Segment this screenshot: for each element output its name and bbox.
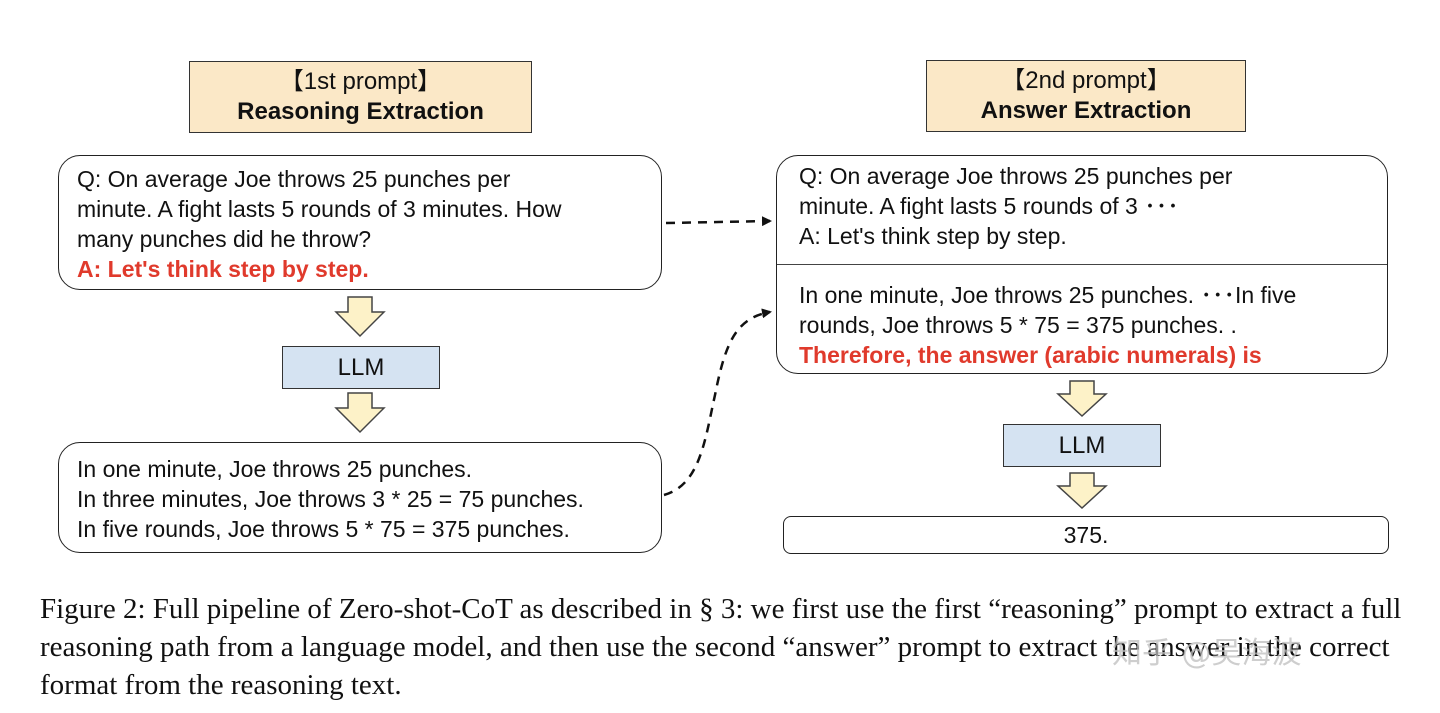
down-arrow-icon <box>334 296 386 338</box>
box2-reasoning-section: In one minute, Joe throws 25 punches. ･･… <box>799 280 1296 370</box>
question-box-1: Q: On average Joe throws 25 punches per … <box>58 155 662 290</box>
section-divider <box>777 264 1387 265</box>
q1-line-3: many punches did he throw? <box>77 226 372 252</box>
answer-prompt-box: Q: On average Joe throws 25 punches per … <box>776 155 1388 374</box>
reasoning-line-2: In three minutes, Joe throws 3 * 25 = 75… <box>77 486 584 512</box>
r2-line-1: In one minute, Joe throws 25 punches. ･･… <box>799 282 1297 308</box>
box2-question-section: Q: On average Joe throws 25 punches per … <box>799 161 1232 251</box>
q2-line-2: minute. A fight lasts 5 rounds of 3 ･･･ <box>799 193 1179 219</box>
q2-line-3: A: Let's think step by step. <box>799 223 1067 249</box>
dashed-arrow-reasoning <box>663 308 772 497</box>
llm-box-2: LLM <box>1003 424 1161 467</box>
q1-line-2: minute. A fight lasts 5 rounds of 3 minu… <box>77 196 562 222</box>
watermark: 知乎 @吴海波 <box>1112 636 1302 671</box>
r2-line-2: rounds, Joe throws 5 * 75 = 375 punches.… <box>799 312 1237 338</box>
reasoning-line-3: In five rounds, Joe throws 5 * 75 = 375 … <box>77 516 570 542</box>
llm-box-1: LLM <box>282 346 440 389</box>
prompt1-title: Reasoning Extraction <box>237 98 484 125</box>
down-arrow-icon <box>1056 380 1108 418</box>
final-answer: 375. <box>1063 521 1109 548</box>
figure-caption: Figure 2: Full pipeline of Zero-shot-CoT… <box>40 593 1402 701</box>
reasoning-output-box: In one minute, Joe throws 25 punches. In… <box>58 442 662 553</box>
prompt2-tag: 【2nd prompt】 <box>1001 67 1171 94</box>
prompt1-header: 【1st prompt】 Reasoning Extraction <box>189 61 532 133</box>
answer-trigger: Therefore, the answer (arabic numerals) … <box>799 342 1262 368</box>
prompt2-header: 【2nd prompt】 Answer Extraction <box>926 60 1246 132</box>
llm-label-1: LLM <box>337 353 385 381</box>
prompt2-title: Answer Extraction <box>980 97 1192 124</box>
llm-label-2: LLM <box>1058 431 1106 459</box>
down-arrow-icon <box>1056 472 1108 510</box>
q1-line-1: Q: On average Joe throws 25 punches per <box>77 166 511 192</box>
dashed-arrow-question <box>665 216 772 227</box>
down-arrow-icon <box>334 392 386 434</box>
q2-line-1: Q: On average Joe throws 25 punches per <box>799 163 1233 189</box>
final-answer-box: 375. <box>783 516 1389 554</box>
reasoning-line-1: In one minute, Joe throws 25 punches. <box>77 456 473 482</box>
reasoning-trigger: A: Let's think step by step. <box>77 256 369 282</box>
prompt1-tag: 【1st prompt】 <box>279 68 442 95</box>
